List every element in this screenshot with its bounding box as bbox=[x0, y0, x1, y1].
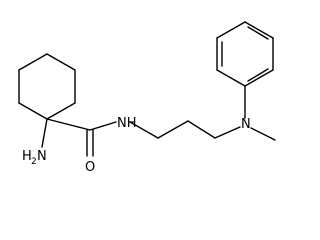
aromatic-inner-bond bbox=[247, 26, 269, 40]
c-n-amide-bond bbox=[89, 121, 117, 131]
ring-bond bbox=[216, 69, 246, 87]
n-methyl-bond bbox=[250, 127, 276, 141]
amine-label: H 2 N bbox=[22, 149, 47, 167]
carbonyl-o-label: O bbox=[85, 160, 95, 175]
tertiary-n-label: N bbox=[241, 117, 251, 132]
ring-bond bbox=[46, 53, 76, 71]
amine-h-text: H bbox=[22, 149, 32, 164]
structure-diagram: H 2 N NH O N bbox=[18, 21, 276, 175]
amide-nh-label: NH bbox=[117, 116, 137, 131]
ring-bond bbox=[18, 102, 48, 120]
amine-n-text: N bbox=[37, 149, 47, 164]
benzene-ring bbox=[216, 21, 274, 87]
c-c-bond bbox=[46, 118, 91, 131]
ring-bond bbox=[46, 102, 76, 120]
c-n-bond bbox=[41, 118, 48, 148]
aromatic-inner-bond bbox=[247, 68, 269, 82]
ring-bond bbox=[216, 21, 246, 39]
chain-bond bbox=[157, 120, 189, 139]
chain-bond bbox=[129, 121, 159, 139]
amine-h-subscript: 2 bbox=[31, 157, 37, 167]
ring-bond bbox=[244, 21, 274, 39]
chain-bond bbox=[187, 120, 216, 139]
ring-bond bbox=[244, 69, 274, 87]
cyclohexane-ring bbox=[18, 53, 76, 120]
ring-bond bbox=[18, 53, 48, 71]
chain-bond bbox=[214, 126, 241, 139]
